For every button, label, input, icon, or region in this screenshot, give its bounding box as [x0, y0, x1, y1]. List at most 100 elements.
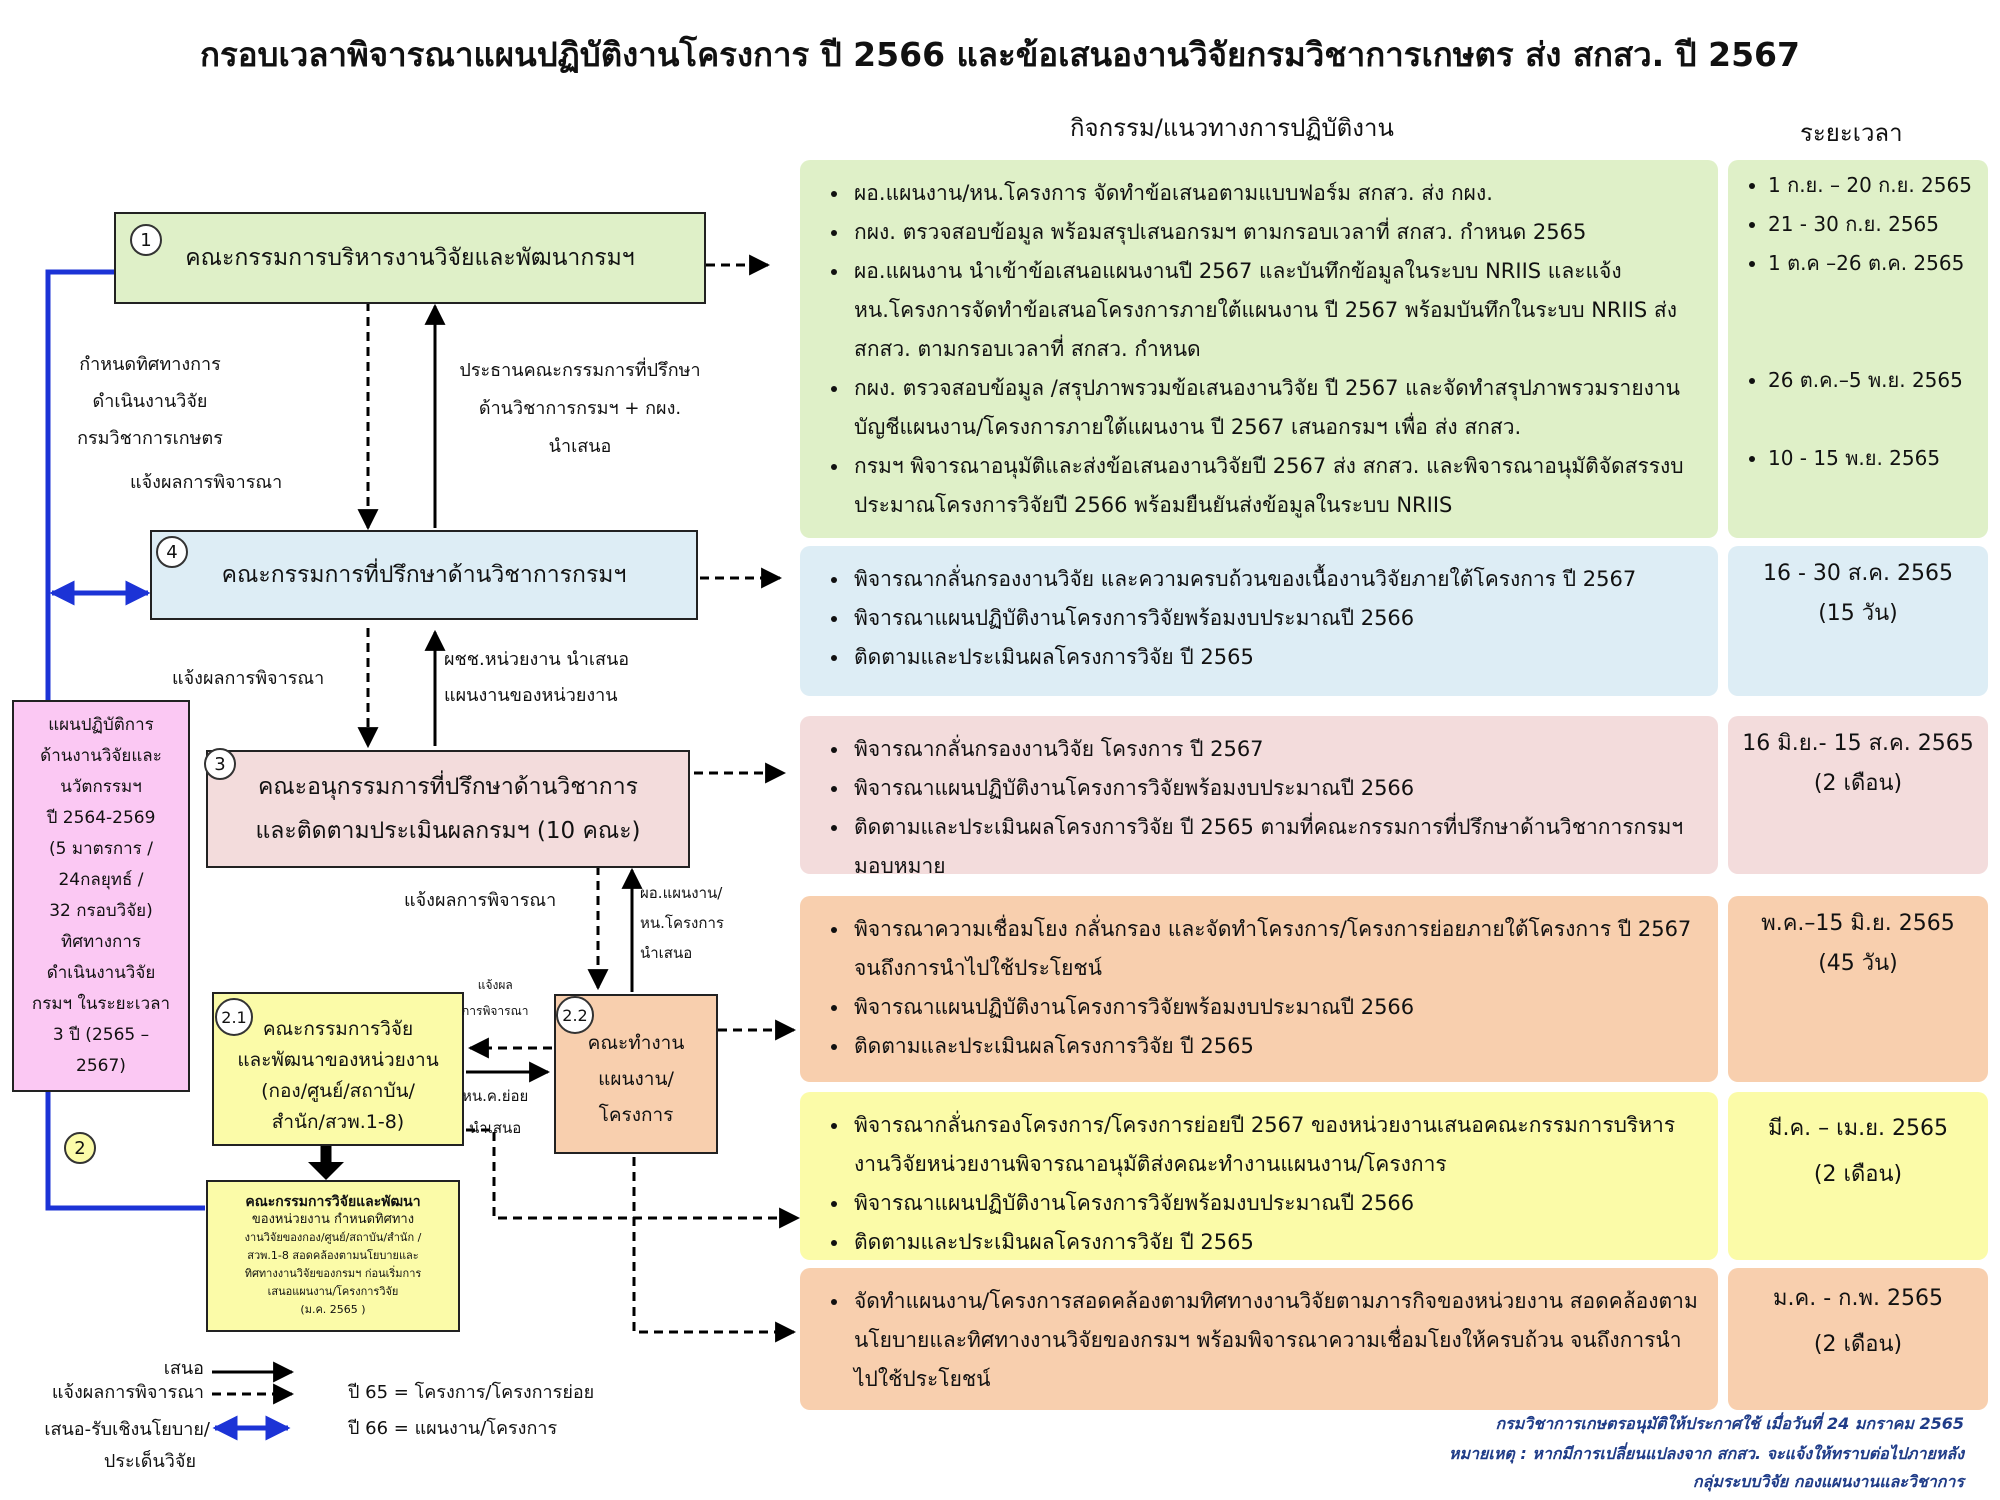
activity-item: กรมฯ พิจารณาอนุมัติและส่งข้อเสนองานวิจัย…: [850, 447, 1700, 525]
activity-panel-2-2: พิจารณาความเชื่อมโยง กลั่นกรอง และจัดทำโ…: [800, 896, 1718, 1082]
time-range: 16 - 30 ส.ค. 2565: [1762, 561, 1954, 586]
activity-item: พิจารณาแผนปฏิบัติงานโครงการวิจัยพร้อมงบป…: [850, 769, 1700, 808]
time-panel-1: 1 ก.ย. – 20 ก.ย. 2565 21 - 30 ก.ย. 2565 …: [1728, 160, 1988, 538]
plan-line: 24กลยุทธ์ /: [58, 870, 144, 890]
plan-line: 2567): [76, 1056, 126, 1076]
activity-panel-3: พิจารณากลั่นกรองงานวิจัย โครงการ ปี 2567…: [800, 716, 1718, 878]
arrow-2-to-panel: [632, 1142, 797, 1343]
node-plan-project-team: คณะทำงาน แผนงาน/ โครงการ: [554, 994, 718, 1154]
time-panel-2: ม.ค. - ก.พ. 2565 (2 เดือน): [1728, 1268, 1988, 1410]
activity-panel-2: จัดทำแผนงาน/โครงการสอดคล้องตามทิศทางงานว…: [800, 1268, 1718, 1410]
footer-note: หมายเหตุ : หากมีการเปลี่ยนแปลงจาก สกสว. …: [1448, 1444, 1964, 1463]
node2-line6: เสนอแผนงาน/โครงการวิจัย: [267, 1285, 399, 1298]
time-panel-3: 16 มิ.ย.- 15 ส.ค. 2565 (2 เดือน): [1728, 716, 1988, 874]
time-duration: (2 เดือน): [1813, 771, 1903, 796]
time-panel-2-2: พ.ค.–15 มิ.ย. 2565 (45 วัน): [1728, 896, 1988, 1082]
notify-label-1: แจ้งผลการพิจารณา: [130, 472, 283, 493]
legend-propose-label: เสนอ: [163, 1358, 204, 1379]
activity-panel-2-1: พิจารณากลั่นกรองโครงการ/โครงการย่อยปี 25…: [800, 1092, 1718, 1260]
legend-y66: ปี 66 = แผนงาน/โครงการ: [348, 1418, 558, 1439]
activity-item: พิจารณากลั่นกรองงานวิจัย โครงการ ปี 2567: [850, 730, 1700, 769]
plan-lead-label: ผอ.แผนงาน/หน.โครงการนำเสนอ: [640, 884, 724, 962]
legend-notify-label: แจ้งผลการพิจารณา: [51, 1382, 204, 1403]
activity-panel-4: พิจารณากลั่นกรองงานวิจัย และความครบถ้วนข…: [800, 546, 1718, 696]
activity-item: พิจารณากลั่นกรองโครงการ/โครงการย่อยปี 25…: [850, 1106, 1700, 1184]
plan-line: แผนปฏิบัติการ: [48, 715, 154, 735]
plan-line: กรมฯ ในระยะเวลา: [31, 994, 171, 1014]
plan-line: ด้านงานวิจัยและ: [40, 746, 162, 766]
activity-item: ผอ.แผนงาน/หน.โครงการ จัดทำข้อเสนอตามแบบฟ…: [850, 174, 1700, 213]
node-unit-research-committee: คณะกรรมการวิจัย และพัฒนาของหน่วยงาน (กอง…: [212, 992, 464, 1146]
activity-item: พิจารณาความเชื่อมโยง กลั่นกรอง และจัดทำโ…: [850, 910, 1700, 988]
time-item: 26 ต.ค.–5 พ.ย. 2565: [1768, 361, 1980, 400]
director-label: ผชช.หน่วยงาน นำเสนอแผนงานของหน่วยงาน: [444, 649, 630, 706]
node-research-admin-committee: คณะกรรมการบริหารงานวิจัยและพัฒนากรมฯ: [114, 212, 706, 304]
activity-item: กผง. ตรวจสอบข้อมูล พร้อมสรุปเสนอกรมฯ ตาม…: [850, 213, 1700, 252]
node2-line1: คณะกรรมการวิจัยและพัฒนา: [245, 1194, 421, 1210]
node-academic-subcommittee: คณะอนุกรรมการที่ปรึกษาด้านวิชาการ และติด…: [206, 750, 690, 868]
node-unit-direction-box: คณะกรรมการวิจัยและพัฒนา ของหน่วยงาน กำหน…: [206, 1180, 460, 1332]
plan-line: ดำเนินงานวิจัย: [46, 963, 156, 983]
node-academic-advisory-committee: คณะกรรมการที่ปรึกษาด้านวิชาการกรมฯ: [150, 530, 698, 620]
footer-approval: กรมวิชาการเกษตรอนุมัติให้ประกาศใช้ เมื่อ…: [1495, 1414, 1964, 1433]
node22-line2: แผนงาน/: [598, 1068, 674, 1090]
time-duration: (45 วัน): [1818, 951, 1898, 976]
plan-line: 32 กรอบวิจัย): [49, 901, 153, 921]
time-range: ม.ค. - ก.พ. 2565: [1773, 1286, 1943, 1311]
time-item: 1 ต.ค –26 ต.ค. 2565: [1768, 244, 1980, 283]
activity-item: ติดตามและประเมินผลโครงการวิจัย ปี 2565: [850, 1027, 1700, 1066]
activity-item: ติดตามและประเมินผลโครงการวิจัย ปี 2565: [850, 638, 1700, 677]
node-number-2-1: 2.1: [215, 998, 253, 1036]
activity-item: พิจารณาแผนปฏิบัติงานโครงการวิจัยพร้อมงบป…: [850, 1184, 1700, 1223]
chair-label: ประธานคณะกรรมการที่ปรึกษาด้านวิชาการกรมฯ…: [459, 360, 701, 457]
node2-line7: (ม.ค. 2565 ): [300, 1303, 366, 1316]
notify-label-2: แจ้งผลการพิจารณา: [172, 668, 325, 689]
page-title: กรอบเวลาพิจารณาแผนปฏิบัติงานโครงการ ปี 2…: [200, 35, 1800, 74]
node3-line1: คณะอนุกรรมการที่ปรึกษาด้านวิชาการ: [258, 774, 638, 800]
notify-label-small: แจ้งผลการพิจารณา: [462, 978, 529, 1018]
activity-item: พิจารณาแผนปฏิบัติงานโครงการวิจัยพร้อมงบป…: [850, 599, 1700, 638]
node-number-2: 2: [64, 1132, 96, 1164]
time-panel-2-1: มี.ค. – เม.ย. 2565 (2 เดือน): [1728, 1092, 1988, 1260]
node3-line2: และติดตามประเมินผลกรมฯ (10 คณะ): [255, 818, 641, 844]
activity-item: ติดตามและประเมินผลโครงการวิจัย ปี 2565: [850, 1223, 1700, 1262]
strategic-plan-box: แผนปฏิบัติการ ด้านงานวิจัยและ นวัตกรรมฯ …: [12, 700, 190, 1092]
node21-line3: (กอง/ศูนย์/สถาบัน/: [261, 1080, 415, 1102]
activity-panel-1: ผอ.แผนงาน/หน.โครงการ จัดทำข้อเสนอตามแบบฟ…: [800, 160, 1718, 538]
activity-item: ติดตามและประเมินผลโครงการวิจัย ปี 2565 ต…: [850, 808, 1700, 886]
activity-item: ผอ.แผนงาน นำเข้าข้อเสนอแผนงานปี 2567 และ…: [850, 252, 1700, 369]
legend-policy-label: เสนอ-รับเชิงนโยบาย/ประเด็นวิจัย: [44, 1419, 210, 1472]
time-item: 21 - 30 ก.ย. 2565: [1768, 205, 1980, 244]
node2-line5: ทิศทางงานวิจัยของกรมฯ ก่อนเริ่มการ: [244, 1267, 422, 1280]
arrow-21-to-2-head: [308, 1162, 344, 1180]
plan-line: นวัตกรรมฯ: [60, 777, 142, 797]
activities-header: กิจกรรม/แนวทางการปฏิบัติงาน: [1070, 114, 1394, 142]
node22-line3: โครงการ: [598, 1104, 674, 1126]
node-number-3: 3: [204, 748, 236, 780]
activity-item: กผง. ตรวจสอบข้อมูล /สรุปภาพรวมข้อเสนองาน…: [850, 369, 1700, 447]
activity-item: จัดทำแผนงาน/โครงการสอดคล้องตามทิศทางงานว…: [850, 1282, 1700, 1399]
node-number-2-2: 2.2: [556, 996, 594, 1034]
notify-label-3: แจ้งผลการพิจารณา: [404, 890, 557, 911]
direction-label: กำหนดทิศทางการดำเนินงานวิจัยกรมวิชาการเก…: [77, 354, 223, 449]
legend-y65: ปี 65 = โครงการ/โครงการย่อย: [348, 1382, 595, 1403]
activity-item: พิจารณาแผนปฏิบัติงานโครงการวิจัยพร้อมงบป…: [850, 988, 1700, 1027]
activity-item: พิจารณากลั่นกรองงานวิจัย และความครบถ้วนข…: [850, 560, 1700, 599]
time-range: มี.ค. – เม.ย. 2565: [1767, 1116, 1949, 1141]
time-panel-4: 16 - 30 ส.ค. 2565 (15 วัน): [1728, 546, 1988, 696]
node2-line3: งานวิจัยของกอง/ศูนย์/สถาบัน/สำนัก /: [244, 1231, 422, 1244]
time-duration: (2 เดือน): [1813, 1162, 1903, 1187]
node22-line1: คณะทำงาน: [587, 1032, 685, 1054]
plan-line: 3 ปี (2565 –: [52, 1025, 150, 1045]
time-duration: (15 วัน): [1818, 601, 1898, 626]
time-duration: (2 เดือน): [1813, 1332, 1903, 1357]
duration-header: ระยะเวลา: [1800, 119, 1903, 147]
node21-line4: สำนัก/สวพ.1-8): [271, 1111, 405, 1133]
time-item: 1 ก.ย. – 20 ก.ย. 2565: [1768, 166, 1980, 205]
node21-line2: และพัฒนาของหน่วยงาน: [237, 1049, 439, 1071]
time-item: 10 - 15 พ.ย. 2565: [1768, 439, 1980, 478]
plan-line: (5 มาตรการ /: [49, 839, 153, 859]
node21-line1: คณะกรรมการวิจัย: [262, 1018, 414, 1040]
plan-line: ทิศทางการ: [60, 932, 142, 952]
